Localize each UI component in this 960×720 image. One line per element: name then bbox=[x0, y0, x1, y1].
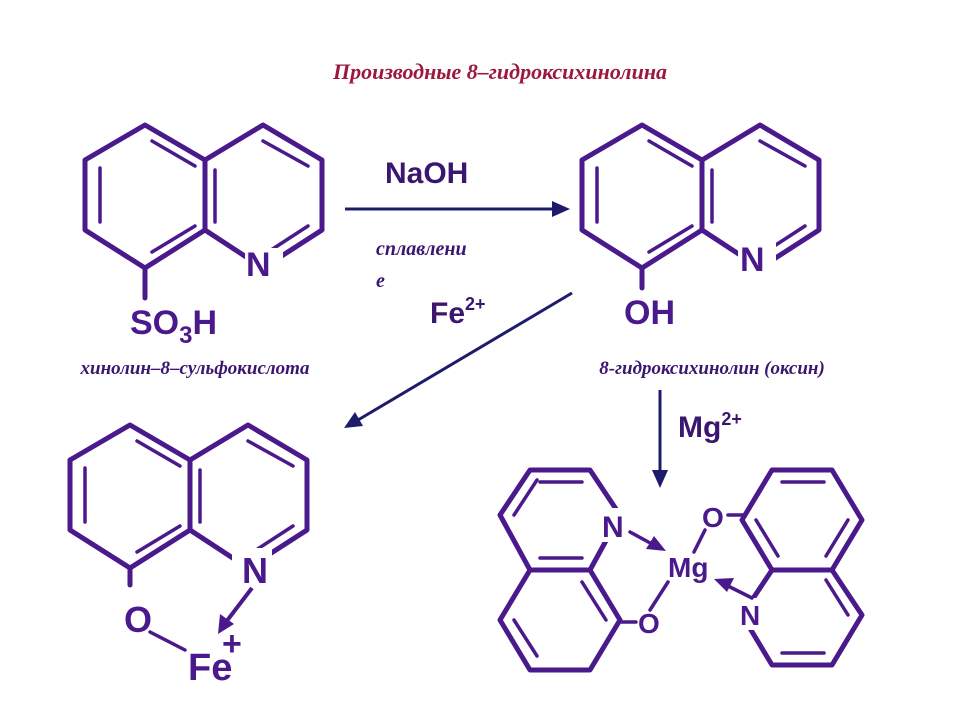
sulfonic-acid-caption: хинолин–8–сульфокислота bbox=[80, 358, 310, 379]
oxygen-label: O bbox=[124, 599, 152, 640]
fusion-condition-line1: сплавлени bbox=[376, 238, 467, 260]
quinoline-skeleton bbox=[85, 125, 322, 268]
iron-label: Fe bbox=[188, 647, 232, 689]
fusion-arrow bbox=[345, 201, 570, 217]
oxygen-label-bottom: O bbox=[638, 608, 660, 639]
nitrogen-label: N bbox=[242, 550, 268, 591]
magnesium-ion-label: Mg2+ bbox=[678, 409, 742, 444]
iron-ion-label: Fe2+ bbox=[430, 294, 486, 330]
hydroxyl-label: OH bbox=[624, 294, 675, 332]
compound-sulfonic-acid: N SO3H хинолин–8–сульфокислота bbox=[80, 125, 322, 379]
left-quinoline bbox=[497, 467, 623, 673]
sulfo-group-label: SO3H bbox=[130, 304, 217, 349]
magnesium-arrow bbox=[652, 390, 668, 488]
magnesium-label: Mg bbox=[668, 552, 708, 583]
quinoline-skeleton bbox=[582, 125, 819, 268]
nitrogen-label-left: N bbox=[602, 511, 624, 544]
quinoline-skeleton bbox=[70, 425, 307, 568]
compound-magnesium-complex: N N O O Mg bbox=[497, 467, 865, 673]
fusion-condition-line2: е bbox=[376, 270, 385, 292]
nitrogen-label: N bbox=[246, 246, 271, 284]
oxine-caption: 8-гидроксихинолин (оксин) bbox=[599, 358, 825, 379]
right-quinoline bbox=[739, 467, 865, 668]
nitrogen-label-right: N bbox=[740, 600, 760, 631]
compound-iron-complex: N O Fe + bbox=[70, 425, 307, 689]
iron-charge-label: + bbox=[222, 625, 242, 663]
iron-arrow bbox=[344, 291, 573, 428]
page-title: Производные 8–гидроксихинолина bbox=[332, 59, 667, 84]
oxygen-label-top: O bbox=[702, 502, 724, 533]
nitrogen-label: N bbox=[740, 241, 765, 279]
naoh-reagent-label: NaOH bbox=[385, 157, 468, 190]
compound-oxine: N OH 8-гидроксихинолин (оксин) bbox=[582, 125, 825, 379]
